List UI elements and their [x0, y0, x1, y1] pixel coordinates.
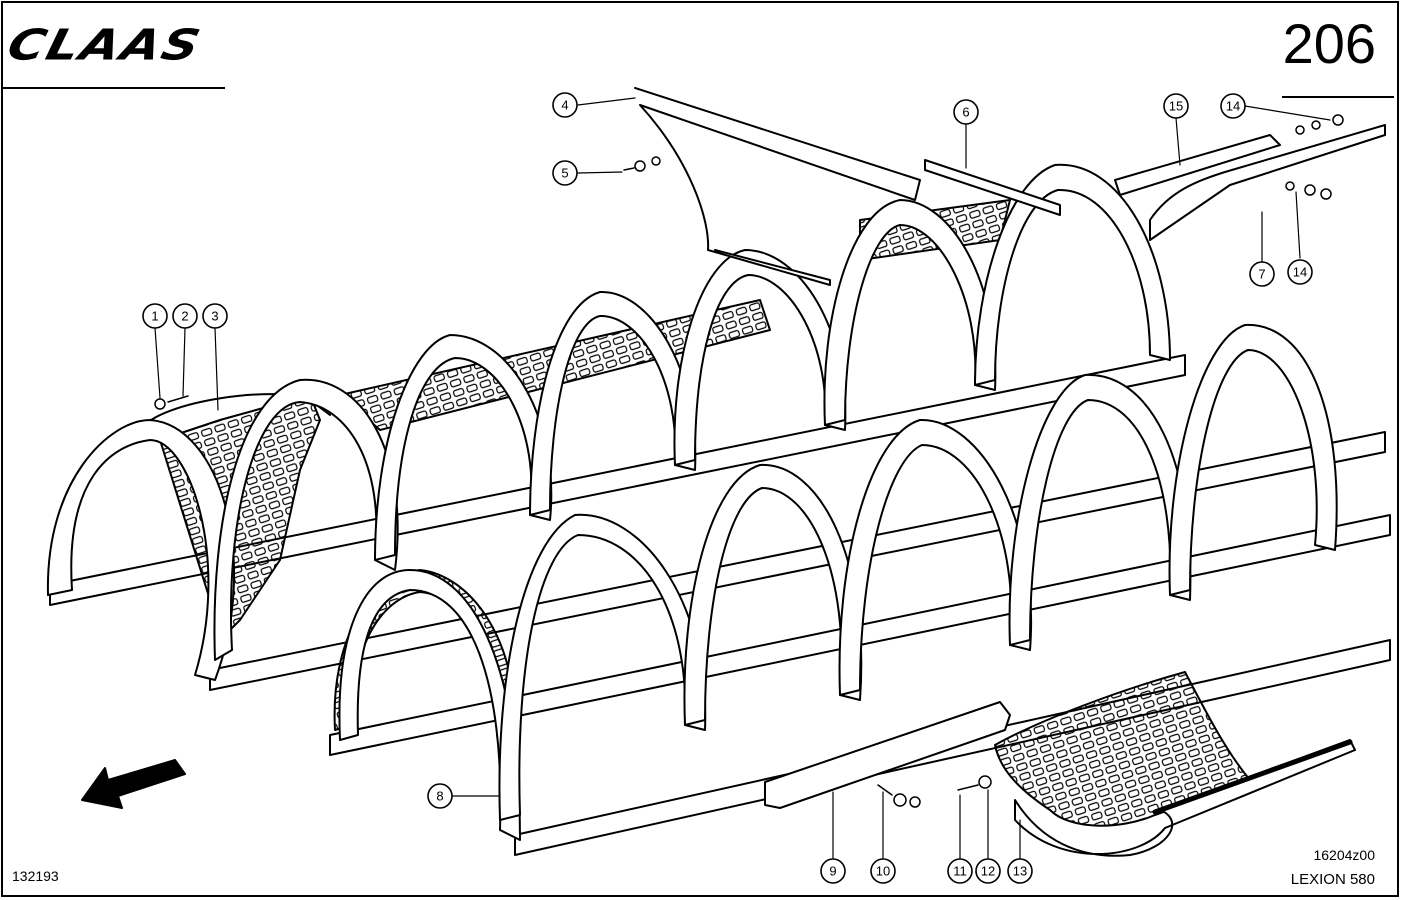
- strip-part: [924, 159, 1061, 216]
- side-plate-part: [634, 87, 921, 286]
- callout-11: 11: [947, 858, 973, 884]
- callout-9-label: 9: [829, 864, 836, 879]
- callout-3: 3: [202, 303, 228, 329]
- callout-12-label: 12: [981, 864, 995, 879]
- callout-5-label: 5: [561, 166, 568, 181]
- callout-3-label: 3: [211, 309, 218, 324]
- drawing-code: 16204z00: [1313, 847, 1375, 863]
- perforated-liner-part: [994, 671, 1356, 857]
- header-rule: [3, 87, 225, 89]
- flat-bar-part: [764, 701, 1011, 809]
- callout-8: 8: [427, 783, 453, 809]
- header-rule-right: [1282, 96, 1394, 98]
- callout-8-label: 8: [436, 789, 443, 804]
- callout-1-label: 1: [151, 309, 158, 324]
- callout-7: 7: [1249, 261, 1275, 287]
- page-number: 206: [1282, 12, 1376, 75]
- leader-lines: [154, 97, 1331, 859]
- callout-14-bottom-label: 14: [1293, 265, 1307, 280]
- image-reference-code: 132193: [12, 868, 59, 884]
- callout-6: 6: [953, 99, 979, 125]
- callout-10: 10: [870, 858, 896, 884]
- callout-2-label: 2: [181, 309, 188, 324]
- callout-15: 15: [1163, 93, 1189, 119]
- callout-11-label: 11: [953, 864, 967, 879]
- callout-13: 13: [1007, 858, 1033, 884]
- callout-4: 4: [552, 92, 578, 118]
- callout-4-label: 4: [561, 98, 568, 113]
- arrow-left-down-icon: [81, 759, 186, 809]
- callout-10-label: 10: [876, 864, 890, 879]
- model-name: LEXION 580: [1290, 871, 1375, 888]
- callout-14-bottom: 14: [1287, 259, 1313, 285]
- cover-bracket-part: [1114, 124, 1386, 241]
- callout-7-label: 7: [1258, 267, 1265, 282]
- callout-12: 12: [975, 858, 1001, 884]
- callout-15-label: 15: [1169, 99, 1183, 114]
- callout-5: 5: [552, 160, 578, 186]
- callout-14-top-label: 14: [1226, 99, 1240, 114]
- fasteners: [154, 114, 1344, 808]
- callout-6-label: 6: [962, 105, 969, 120]
- upper-trough-rings: [46, 163, 1171, 681]
- callout-2: 2: [172, 303, 198, 329]
- callout-9: 9: [820, 858, 846, 884]
- callout-1: 1: [142, 303, 168, 329]
- callout-13-label: 13: [1013, 864, 1027, 879]
- callout-14-top: 14: [1220, 93, 1246, 119]
